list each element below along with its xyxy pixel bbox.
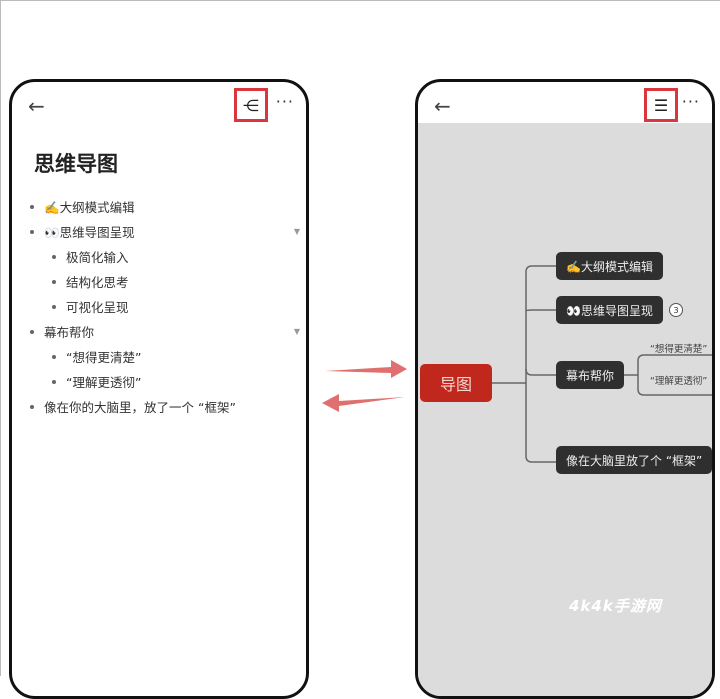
- more-icon[interactable]: ···: [275, 92, 294, 111]
- mindmap-view-icon: ⋲: [243, 95, 259, 115]
- mindmap-root-node[interactable]: 导图: [420, 364, 492, 402]
- outline-item[interactable]: 可视化呈现: [30, 294, 300, 319]
- bullet-icon: [30, 404, 34, 409]
- outline-item[interactable]: 幕布帮你▼: [30, 319, 300, 344]
- mindmap-node[interactable]: 像在大脑里放了个 “框架”: [556, 446, 712, 474]
- mindmap-leaf[interactable]: “理解更透彻”: [650, 376, 708, 387]
- outline-toggle-button[interactable]: ☰: [644, 88, 678, 122]
- mindmap-phone: ← ☰ ··· 导图 ✍️大纲模式编辑 👀思维导图呈现 3 幕布帮你 “想得更清…: [415, 79, 715, 699]
- collapsed-count-badge[interactable]: 3: [669, 303, 683, 317]
- arrow-right-icon: [325, 360, 407, 378]
- more-icon[interactable]: ···: [681, 92, 700, 111]
- arrow-left-icon: [322, 394, 405, 412]
- mindmap-toggle-button[interactable]: ⋲: [234, 88, 268, 122]
- outline-phone: ← ⋲ ··· 思维导图 ✍️大纲模式编辑 👀思维导图呈现▼ 极简化输入 结构化…: [9, 79, 309, 699]
- mindmap-node[interactable]: ✍️大纲模式编辑: [556, 252, 663, 280]
- mindmap-canvas[interactable]: 导图 ✍️大纲模式编辑 👀思维导图呈现 3 幕布帮你 “想得更清楚” “理解更透…: [418, 123, 712, 696]
- bullet-icon: [30, 329, 34, 334]
- outline-item[interactable]: “理解更透彻”: [30, 369, 300, 394]
- outline-item[interactable]: ✍️大纲模式编辑: [30, 194, 300, 219]
- outline-item[interactable]: 极简化输入: [30, 244, 300, 269]
- outline-list: ✍️大纲模式编辑 👀思维导图呈现▼ 极简化输入 结构化思考 可视化呈现 幕布帮你…: [30, 194, 300, 419]
- bullet-icon: [52, 279, 56, 284]
- bullet-icon: [52, 304, 56, 309]
- outline-item[interactable]: 像在你的大脑里，放了一个 “框架”: [30, 394, 300, 419]
- mindmap-connectors: [492, 265, 712, 463]
- back-arrow-icon[interactable]: ←: [434, 94, 451, 118]
- back-arrow-icon[interactable]: ←: [28, 94, 45, 118]
- bullet-icon: [30, 204, 34, 209]
- watermark: 4k4k手游网: [569, 597, 662, 615]
- bullet-icon: [52, 254, 56, 259]
- bullet-icon: [30, 229, 34, 234]
- page-title: 思维导图: [34, 152, 118, 176]
- list-view-icon: ☰: [653, 95, 669, 115]
- mindmap-node[interactable]: 幕布帮你: [556, 361, 625, 389]
- outline-item[interactable]: 结构化思考: [30, 269, 300, 294]
- collapse-caret-icon[interactable]: ▼: [293, 227, 300, 236]
- mindmap-leaf[interactable]: “想得更清楚”: [650, 344, 708, 355]
- outline-item[interactable]: “想得更清楚”: [30, 344, 300, 369]
- outline-item[interactable]: 👀思维导图呈现▼: [30, 219, 300, 244]
- mindmap-node[interactable]: 👀思维导图呈现: [556, 296, 663, 324]
- collapse-caret-icon[interactable]: ▼: [293, 327, 300, 336]
- switch-arrows: [322, 360, 407, 412]
- bullet-icon: [52, 379, 56, 384]
- bullet-icon: [52, 354, 56, 359]
